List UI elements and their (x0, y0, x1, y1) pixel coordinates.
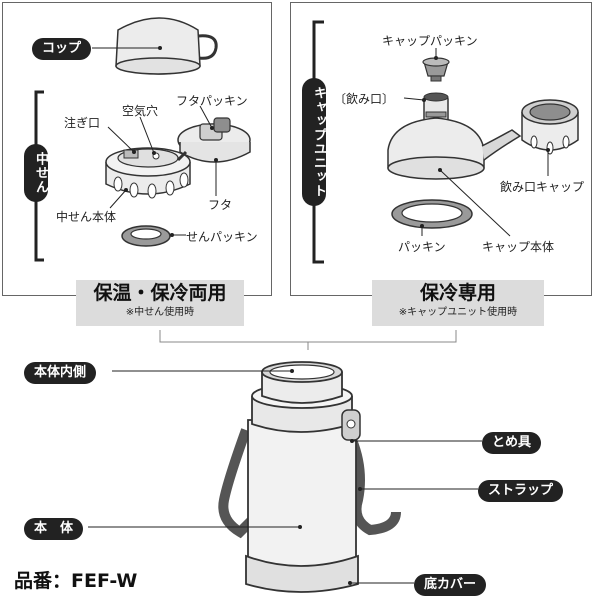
bottle-illustration (218, 361, 401, 593)
hot-cold-mode-box: 保温・保冷両用 ※中せん使用時 (76, 280, 244, 326)
model-number: 品番：FEF-W (14, 570, 138, 592)
mouth-cap-illustration (521, 99, 579, 155)
mouth-cap-label: 飲み口キャップ (500, 180, 585, 194)
cold-only-mode-box: 保冷専用 ※キャップユニット使用時 (372, 280, 544, 326)
cold-only-mode-title: 保冷専用 (419, 282, 496, 304)
lid-label: フタ (208, 198, 233, 212)
lid-packing-label: フタパッキン (176, 94, 248, 108)
cap-packing-illustration (422, 57, 450, 82)
air-hole-label: 空気穴 (122, 104, 159, 118)
spout-label: 注ぎ口 (64, 116, 101, 130)
strap-label: ストラップ (478, 480, 564, 502)
hot-cold-mode-title: 保温・保冷両用 (93, 282, 227, 304)
bottom-cover-label: 底カバー (414, 574, 487, 596)
lid-illustration (176, 117, 251, 163)
cup-label: コップ (32, 38, 92, 60)
cap-unit-vertical-label: キャップユニット (302, 78, 326, 206)
inner-body-label: 本体内側 (24, 362, 97, 384)
cold-only-mode-note: ※キャップユニット使用時 (398, 307, 518, 318)
cup-illustration (115, 17, 218, 75)
packing-illustration (391, 199, 473, 229)
body-label: 本 体 (24, 518, 84, 540)
stopper-packing-illustration (121, 225, 171, 247)
hot-cold-mode-note: ※中せん使用時 (125, 307, 195, 318)
packing-label: パッキン (398, 240, 446, 254)
stopper-vertical-label: 中せん (24, 144, 48, 202)
stopper-body-label: 中せん本体 (56, 210, 117, 224)
stopper-body-illustration (105, 147, 191, 199)
cap-packing-label: キャップパッキン (382, 34, 478, 48)
stopper-packing-label: せんパッキン (186, 230, 258, 244)
cap-body-illustration (387, 92, 522, 180)
clasp-label: とめ具 (482, 432, 542, 454)
mouthpiece-label: 〔飲み口〕 (334, 92, 395, 106)
cap-body-label: キャップ本体 (482, 240, 555, 254)
